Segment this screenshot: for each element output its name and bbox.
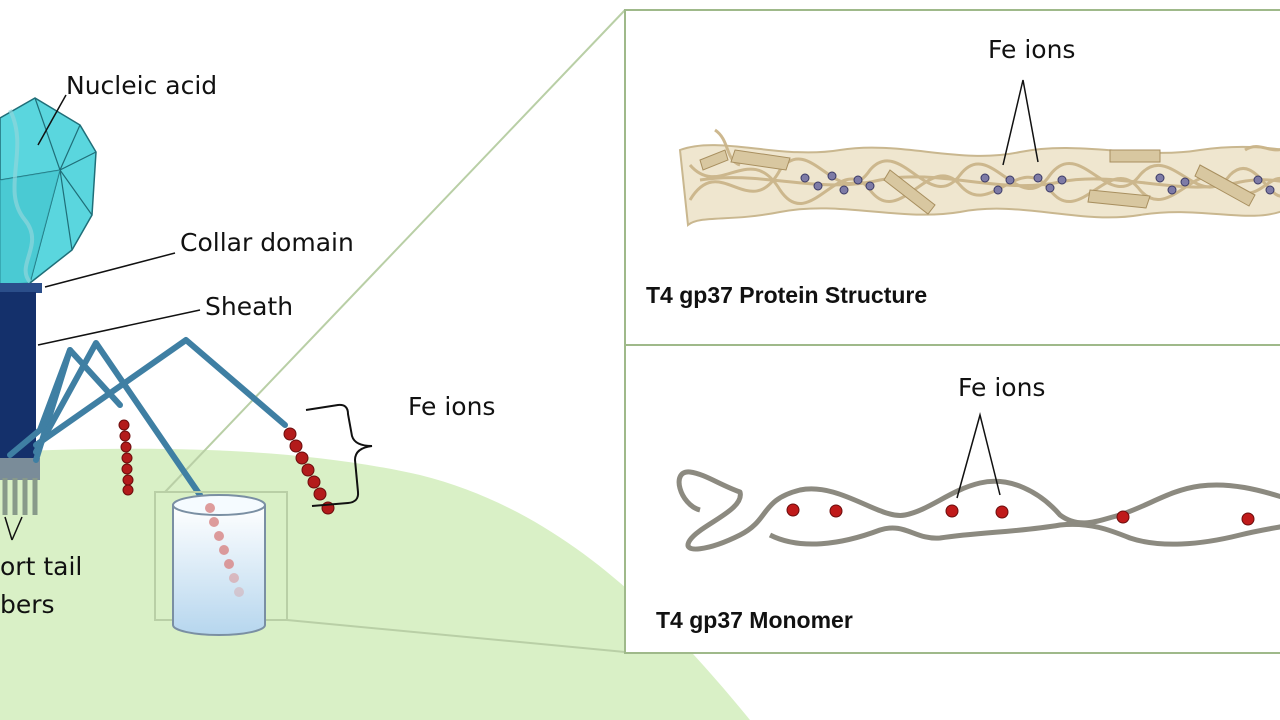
fe-ions-monomer	[786, 503, 1255, 526]
label-nucleic-acid: Nucleic acid	[66, 71, 218, 100]
panel-top-annotation: Fe ions	[988, 35, 1076, 64]
label-short-tail-line1: ort tail	[0, 552, 83, 581]
zoom-line-bottom	[286, 619, 626, 653]
collar	[0, 283, 42, 293]
label-sheath: Sheath	[205, 292, 294, 321]
short-tail-fibers-drawing	[2, 478, 38, 515]
leader-lines	[4, 94, 201, 541]
fe-sites-structure	[800, 171, 1275, 195]
fe-ions-pointer-top	[1002, 79, 1039, 166]
sheath-body	[0, 292, 36, 460]
fe-ion-chains	[118, 419, 335, 515]
panel-top-title: T4 gp37 Protein Structure	[646, 282, 928, 308]
protein-structure-ribbon	[678, 128, 1280, 227]
label-fe-ions-left: Fe ions	[408, 392, 496, 421]
label-collar-domain: Collar domain	[180, 228, 354, 257]
panel-bottom-annotation: Fe ions	[958, 373, 1046, 402]
zoom-line-top	[164, 9, 626, 493]
fe-ions-pointer-bottom	[956, 412, 1001, 499]
panel-bottom-title: T4 gp37 Monomer	[656, 607, 853, 633]
cylinder-inset	[154, 491, 288, 636]
long-tail-fibers	[7, 337, 288, 498]
fe-ions-brace	[305, 403, 373, 507]
monomer-strand	[676, 469, 1280, 552]
zoom-panels	[624, 9, 1280, 654]
label-short-tail-line2: bers	[0, 590, 55, 619]
baseplate	[0, 458, 40, 480]
capsid-head	[0, 97, 97, 286]
